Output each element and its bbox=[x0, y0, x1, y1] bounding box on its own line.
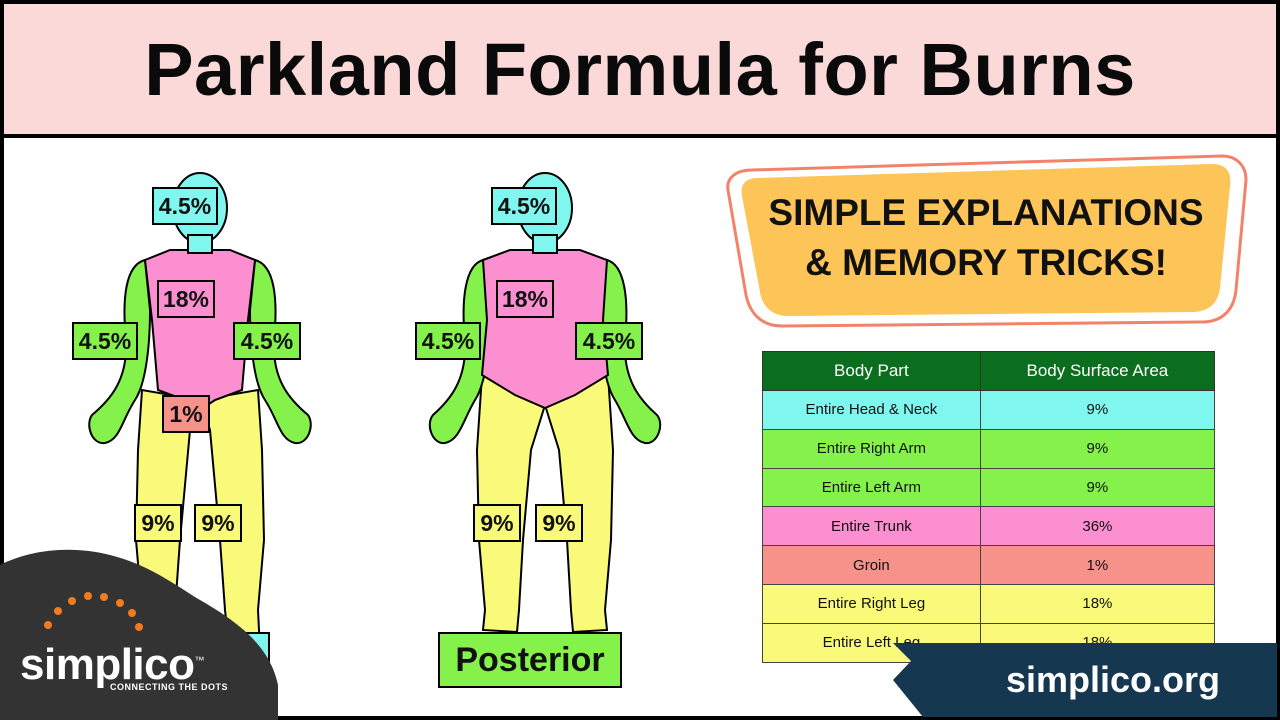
body-surface-area-table: Body Part Body Surface Area Entire Head … bbox=[762, 351, 1216, 663]
logo-dots-icon bbox=[44, 592, 143, 631]
banner-line-2: & MEMORY TRICKS! bbox=[805, 242, 1167, 283]
body-part-cell: Entire Trunk bbox=[762, 506, 981, 547]
body-part-cell: Entire Left Leg bbox=[762, 622, 981, 663]
anterior-left-arm-label: 4.5% bbox=[233, 322, 301, 360]
anterior-left-leg-label: 9% bbox=[194, 504, 242, 542]
table-row: Entire Right Leg 18% bbox=[762, 583, 1216, 624]
memory-tricks-banner: SIMPLE EXPLANATIONS & MEMORY TRICKS! bbox=[722, 150, 1250, 328]
table-row: Entire Trunk 36% bbox=[762, 506, 1216, 547]
anterior-right-leg-label: 9% bbox=[134, 504, 182, 542]
logo-tagline: CONNECTING THE DOTS bbox=[110, 682, 229, 692]
area-cell: 18% bbox=[979, 583, 1216, 624]
area-cell: 9% bbox=[979, 428, 1216, 469]
area-cell: 9% bbox=[979, 390, 1216, 430]
area-cell: 9% bbox=[979, 467, 1216, 508]
posterior-trunk-label: 18% bbox=[496, 280, 554, 318]
logo-background-shape bbox=[0, 549, 278, 720]
area-cell: 1% bbox=[979, 545, 1216, 585]
banner-line-1: SIMPLE EXPLANATIONS bbox=[768, 192, 1204, 233]
area-cell: 36% bbox=[979, 506, 1216, 547]
title-bar: Parkland Formula for Burns bbox=[4, 4, 1276, 138]
body-part-cell: Entire Right Arm bbox=[762, 428, 981, 469]
body-part-cell: Entire Right Leg bbox=[762, 583, 981, 624]
banner-shape bbox=[726, 154, 1248, 328]
posterior-view-label: Posterior bbox=[438, 632, 622, 688]
posterior-head-label: 4.5% bbox=[491, 187, 557, 225]
logo-trademark: ™ bbox=[194, 655, 205, 667]
anterior-head-label: 4.5% bbox=[152, 187, 218, 225]
posterior-left-arm-label: 4.5% bbox=[575, 322, 643, 360]
posterior-figure: 4.5% 18% 4.5% 4.5% 9% 9% Posterior bbox=[395, 150, 695, 690]
table-row: Entire Left Arm 9% bbox=[762, 467, 1216, 508]
table-row: Groin 1% bbox=[762, 545, 1216, 585]
anterior-right-arm-label: 4.5% bbox=[72, 322, 138, 360]
website-badge: simplico.org bbox=[893, 643, 1277, 717]
posterior-right-leg-label: 9% bbox=[473, 504, 521, 542]
column-header-body-part: Body Part bbox=[762, 351, 981, 391]
website-url[interactable]: simplico.org bbox=[1005, 659, 1221, 700]
website-badge-shape bbox=[893, 643, 1277, 717]
body-part-cell: Entire Left Arm bbox=[762, 467, 981, 508]
logo-wordmark: simplico™ bbox=[20, 640, 204, 690]
logo-name: simplico bbox=[20, 640, 195, 689]
page-title: Parkland Formula for Burns bbox=[144, 27, 1136, 111]
anterior-groin-label: 1% bbox=[162, 395, 210, 433]
column-header-surface-area: Body Surface Area bbox=[979, 351, 1216, 391]
body-part-cell: Entire Head & Neck bbox=[762, 390, 981, 430]
table-row: Entire Head & Neck 9% bbox=[762, 390, 1216, 430]
banner-text: SIMPLE EXPLANATIONS & MEMORY TRICKS! bbox=[722, 188, 1250, 288]
posterior-right-arm-label: 4.5% bbox=[415, 322, 481, 360]
table-header-row: Body Part Body Surface Area bbox=[762, 351, 1216, 391]
anterior-trunk-label: 18% bbox=[157, 280, 215, 318]
body-part-cell: Groin bbox=[762, 545, 981, 585]
posterior-body-illustration bbox=[428, 172, 662, 634]
table-row: Entire Right Arm 9% bbox=[762, 428, 1216, 469]
posterior-left-leg-label: 9% bbox=[535, 504, 583, 542]
